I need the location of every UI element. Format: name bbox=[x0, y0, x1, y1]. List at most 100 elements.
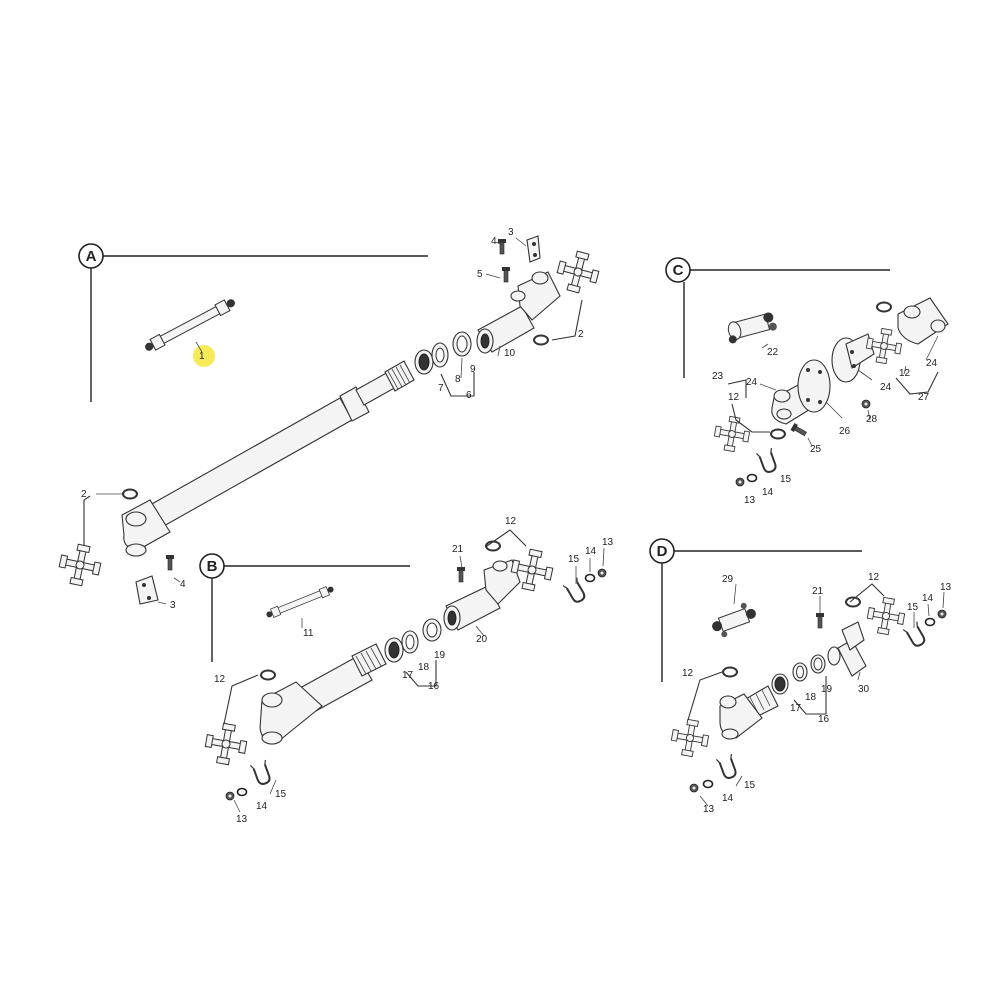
snap-ring-b-top bbox=[485, 540, 501, 552]
bolt-part-21-b bbox=[456, 566, 466, 583]
label-part-5: 5 bbox=[477, 269, 483, 280]
bearing-part-7 bbox=[414, 349, 434, 375]
universal-joint-part-12-c-left bbox=[711, 413, 753, 455]
label-part-18: 18 bbox=[418, 662, 430, 673]
small-driveshaft-part-11 bbox=[264, 583, 336, 621]
label-part-3-top: 3 bbox=[508, 227, 514, 238]
section-b-badge: B bbox=[199, 553, 225, 579]
label-part-20: 20 bbox=[476, 634, 488, 645]
label-part-12-top: 12 bbox=[505, 516, 517, 527]
label-part-16: 16 bbox=[428, 681, 440, 692]
section-c-letter: C bbox=[673, 262, 684, 279]
label-part-7: 7 bbox=[438, 383, 444, 394]
main-driveshaft-tube bbox=[149, 360, 415, 528]
label-part-15-d-bottom: 15 bbox=[744, 780, 756, 791]
label-part-13-top: 13 bbox=[602, 537, 614, 548]
complete-driveshaft-part-1 bbox=[142, 295, 238, 355]
label-part-11: 11 bbox=[303, 628, 314, 639]
universal-joint-part-12-left bbox=[202, 720, 250, 768]
seal-part-19 bbox=[422, 618, 442, 642]
section-b-letter: B bbox=[207, 558, 218, 575]
label-part-13-bottom: 13 bbox=[236, 814, 248, 825]
label-part-25: 25 bbox=[810, 444, 822, 455]
snap-ring-c-top bbox=[876, 301, 892, 313]
label-part-12-c-left: 12 bbox=[728, 392, 740, 403]
part-1-highlight bbox=[193, 345, 215, 367]
section-a: A bbox=[55, 227, 603, 611]
label-part-12-c-right: 12 bbox=[899, 368, 911, 379]
label-part-30: 30 bbox=[858, 684, 870, 695]
nut-part-13-b-bottom bbox=[225, 791, 235, 801]
label-part-24-left: 24 bbox=[746, 377, 758, 388]
strap-part-3-bottom bbox=[135, 575, 159, 605]
u-bolt-part-15-d-top bbox=[902, 620, 929, 650]
nut-part-13-b-top bbox=[597, 568, 607, 578]
label-part-13-d-bottom: 13 bbox=[703, 804, 715, 815]
label-part-14-d-top: 14 bbox=[922, 593, 934, 604]
label-part-12-d-top: 12 bbox=[868, 572, 880, 583]
label-part-24-mid: 24 bbox=[880, 382, 892, 393]
snap-ring-top bbox=[533, 334, 549, 346]
label-part-17: 17 bbox=[402, 670, 414, 681]
slip-yoke-part-30 bbox=[827, 621, 867, 677]
label-part-10: 10 bbox=[504, 348, 516, 359]
nut-part-28 bbox=[861, 399, 871, 409]
stub-shaft-yoke bbox=[259, 643, 387, 745]
universal-joint-part-12-c-right bbox=[863, 325, 905, 367]
bearing-part-8 bbox=[431, 342, 449, 368]
label-part-2-left: 2 bbox=[81, 489, 87, 500]
universal-joint-part-12-d-left bbox=[668, 716, 712, 760]
label-part-14-bottom: 14 bbox=[256, 801, 268, 812]
label-part-18-d: 18 bbox=[805, 692, 817, 703]
label-part-26: 26 bbox=[839, 426, 851, 437]
label-part-15-c: 15 bbox=[780, 474, 792, 485]
label-part-19-d: 19 bbox=[821, 684, 833, 695]
section-c: C bbox=[665, 257, 949, 506]
section-d-badge: D bbox=[649, 538, 675, 564]
label-part-9: 9 bbox=[470, 364, 476, 375]
label-part-15-d-top: 15 bbox=[907, 602, 919, 613]
label-part-4-top: 4 bbox=[491, 236, 497, 247]
bolt-part-4-bottom bbox=[165, 554, 175, 571]
bolt-part-4-top bbox=[497, 238, 507, 255]
nut-part-13-d-bottom bbox=[689, 783, 699, 793]
slip-yoke-part-10 bbox=[476, 271, 561, 354]
flange-yoke-part-24-right bbox=[897, 297, 949, 345]
snap-ring-left bbox=[122, 488, 138, 500]
slip-yoke-part-22 bbox=[727, 312, 777, 344]
stub-yoke-d bbox=[719, 685, 779, 740]
label-part-19: 19 bbox=[434, 650, 446, 661]
label-part-23: 23 bbox=[712, 371, 724, 382]
label-part-15-bottom: 15 bbox=[275, 789, 287, 800]
label-part-1: 1 bbox=[199, 351, 205, 362]
label-part-27: 27 bbox=[918, 392, 930, 403]
label-part-16-d: 16 bbox=[818, 714, 830, 725]
universal-joint-left-part-2 bbox=[55, 540, 105, 590]
seal-part-9 bbox=[452, 331, 472, 357]
label-part-6: 6 bbox=[466, 390, 472, 401]
label-part-15-top: 15 bbox=[568, 554, 580, 565]
label-part-14-top: 14 bbox=[585, 546, 597, 557]
section-d: D bbox=[649, 538, 952, 815]
washer-part-14-d-bottom bbox=[702, 779, 714, 789]
label-part-8: 8 bbox=[455, 374, 461, 385]
label-part-14-c: 14 bbox=[762, 487, 774, 498]
washer-part-14-d-top bbox=[924, 617, 936, 627]
u-bolt-part-15-c bbox=[755, 446, 780, 476]
u-bolt-part-15-b-bottom bbox=[249, 758, 274, 788]
bearing-part-17-d bbox=[771, 673, 789, 695]
label-part-12-d-left: 12 bbox=[682, 668, 694, 679]
bearing-part-18-d bbox=[792, 662, 808, 682]
nut-part-13-d-top bbox=[937, 609, 947, 619]
bearing-part-18 bbox=[401, 630, 419, 654]
universal-joint-top-part-2 bbox=[553, 247, 603, 297]
nut-part-13-c bbox=[735, 477, 745, 487]
snap-ring-b-left bbox=[260, 669, 276, 681]
main-shaft-yoke bbox=[121, 499, 171, 557]
washer-part-14-b-top bbox=[584, 573, 596, 583]
bolt-part-25 bbox=[789, 422, 808, 438]
label-part-13-d-top: 13 bbox=[940, 582, 952, 593]
bearing-part-17 bbox=[384, 637, 404, 663]
